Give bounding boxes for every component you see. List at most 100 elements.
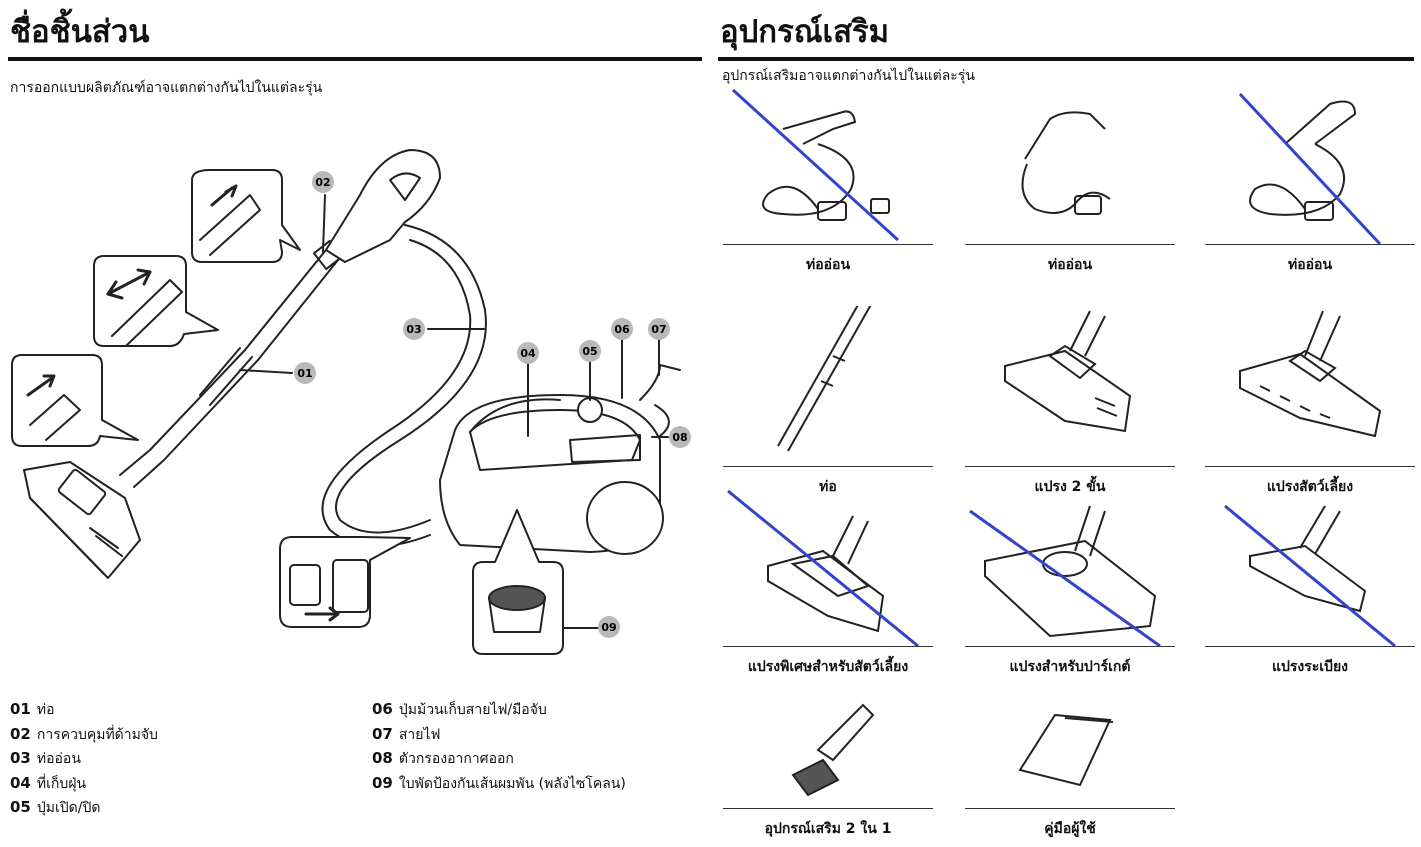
parts-title-rule [8,57,702,61]
cross-out-line [969,509,1161,646]
telescopic-pipe-icon [777,306,872,452]
vacuum-parts-diagram: 01 02 03 04 05 06 07 08 09 [11,149,691,655]
callout-06: 06 [614,323,630,336]
accessory-item: ท่อ [723,306,933,498]
callout-marker-08 [669,426,691,448]
cross-out-line [727,489,919,646]
accessories-note: อุปกรณ์เสริมอาจแตกต่างกันไปในแต่ละรุ่น [722,68,975,84]
legend-label: การควบคุมที่ด้ามจับ [36,726,158,743]
callout-marker-03 [403,318,425,340]
turbo-pet-brush-icon [727,489,919,646]
callout-08: 08 [672,431,687,444]
legend-item: 03 ท่ออ่อน [10,747,158,772]
accessory-item: แปรงสำหรับปาร์เกต์ [965,486,1175,678]
accessory-item: คู่มือผู้ใช้ [965,650,1175,840]
legend-label: ตัวกรองอากาศออก [398,751,514,767]
accessory-label: อุปกรณ์เสริม 2 ใน 1 [764,821,892,837]
callout-marker-06 [611,318,633,340]
legend-label: ท่ออ่อน [36,751,81,767]
callout-05: 05 [582,345,597,358]
parts-legend-left: 01 ท่อ 02 การควบคุมที่ด้ามจับ 03 ท่ออ่อน 04… [10,698,158,821]
pet-brush-icon [1239,310,1382,438]
accessories-section-title: อุปกรณ์เสริม [720,14,890,50]
accessory-item: แปรงสัตว์เลี้ยง [1205,306,1415,498]
hose-with-handle-grip-icon [731,88,900,242]
callout-marker-02 [312,171,334,193]
callout-marker-01 [294,362,316,384]
callout-marker-09 [598,616,620,638]
callout-marker-04 [517,342,539,364]
parts-note: การออกแบบผลิตภัณฑ์อาจแตกต่างกันไปในแต่ละ… [10,80,323,96]
accessory-item: แปรงพิเศษสำหรับสัตว์เลี้ยง [723,486,933,678]
accessory-label: ท่ออ่อน [1287,257,1333,273]
accessory-label: ท่อ [819,479,837,495]
legend-num: 04 [10,773,31,792]
accessory-divider [965,646,1175,647]
accessory-item: อุปกรณ์เสริม 2 ใน 1 [723,650,933,840]
callout-04: 04 [520,347,536,360]
accessory-label: ท่ออ่อน [805,257,851,273]
accessory-divider [965,808,1175,809]
cross-out-line [731,88,900,242]
legend-num: 09 [372,773,393,792]
legend-num: 05 [10,798,31,816]
accessory-label: คู่มือผู้ใช้ [1044,821,1096,837]
parquet-brush-icon [969,505,1161,646]
callout-marker-07 [648,318,670,340]
accessory-item: ท่ออ่อน [965,84,1175,276]
legend-label: ที่เก็บฝุ่น [36,775,87,792]
callout-09: 09 [601,621,616,634]
accessory-divider [965,244,1175,245]
two-step-brush-icon [1004,310,1132,433]
legend-item: 07 สายไฟ [372,723,626,748]
accessory-divider [1205,646,1415,647]
accessory-item: ท่ออ่อน [723,84,933,276]
parts-section-title: ชื่อชิ้นส่วน [10,14,150,50]
accessory-label: ท่ออ่อน [1047,257,1093,273]
callout-marker-05 [579,340,601,362]
floor-brush-icon [1224,504,1396,646]
accessory-divider [1205,244,1415,245]
accessory-divider [723,466,933,467]
accessory-divider [723,244,933,245]
accessory-label: แปรงสำหรับปาร์เกต์ [1009,659,1131,675]
parts-legend-right: 06 ปุ่มม้วนเก็บสายไฟ/มือจับ 07 สายไฟ 08 ตัว… [372,698,626,796]
legend-item: 05 ปุ่มเปิด/ปิด [10,796,158,821]
legend-label: ใบพัดป้องกันเส้นผมพัน (พลังไซโคลน) [398,775,626,792]
accessory-divider [1205,466,1415,467]
user-manual-icon [1018,713,1114,787]
legend-item: 04 ที่เก็บฝุ่น [10,772,158,797]
hose-icon [1021,111,1111,215]
cross-out-line [1238,92,1382,244]
accessory-divider [723,808,933,809]
accessory-divider [723,646,933,647]
accessories-title-rule [718,57,1414,61]
callout-07: 07 [651,323,666,336]
legend-num: 03 [10,749,31,767]
legend-item: 01 ท่อ [10,698,158,723]
legend-label: ปุ่มเปิด/ปิด [36,800,101,816]
callout-03: 03 [406,323,421,336]
legend-label: ปุ่มม้วนเก็บสายไฟ/มือจับ [398,702,547,718]
legend-num: 06 [372,700,393,718]
accessory-label: แปรงสัตว์เลี้ยง [1266,479,1354,495]
callout-02: 02 [315,176,330,189]
legend-label: ท่อ [36,702,55,718]
legend-num: 07 [372,724,393,743]
legend-item: 02 การควบคุมที่ด้ามจับ [10,723,158,748]
two-in-one-tool-icon [791,703,875,797]
accessory-label: แปรงระเบียง [1271,659,1348,675]
legend-num: 08 [372,749,393,767]
legend-num: 02 [10,724,31,743]
legend-item: 06 ปุ่มม้วนเก็บสายไฟ/มือจับ [372,698,626,723]
legend-num: 01 [10,700,31,718]
legend-item: 09 ใบพัดป้องกันเส้นผมพัน (พลังไซโคลน) [372,772,626,797]
accessory-item: แปรง 2 ขั้น [965,306,1175,498]
callout-01: 01 [297,367,312,380]
accessory-label: แปรง 2 ขั้น [1034,479,1106,495]
accessory-divider [965,466,1175,467]
accessory-item: ท่ออ่อน [1205,84,1415,276]
accessory-label: แปรงพิเศษสำหรับสัตว์เลี้ยง [747,659,909,675]
legend-label: สายไฟ [398,726,441,743]
hose-with-handle-control-icon [1238,92,1382,244]
